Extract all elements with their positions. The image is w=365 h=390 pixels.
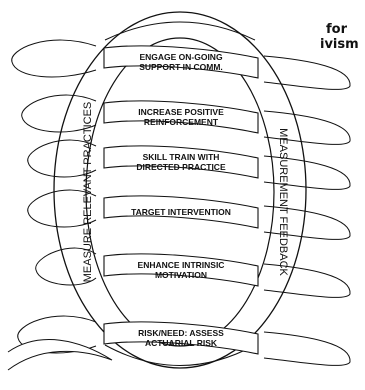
front-ribbons [104, 46, 258, 354]
step-label-line: TARGET INTERVENTION [131, 207, 231, 217]
step-label-line: INCREASE POSITIVE [138, 107, 224, 117]
ribbon-loop-right [264, 264, 350, 297]
left-frame-label: MEASURE RELEVANT PRACTICES [82, 102, 94, 283]
step-label-line: RISK/NEED: ASSESS [138, 328, 224, 338]
frame-top-curve [105, 22, 255, 40]
step-label-line: DIRECTED PRACTICE [136, 162, 226, 172]
step-label-line: ENGAGE ON-GOING [139, 52, 223, 62]
step-label-line: ACTUARIAL RISK [145, 338, 218, 348]
ribbon-loop-right [264, 111, 350, 144]
ribbon-loop-right [264, 156, 350, 189]
right-frame-label: MEASUREMENT FEEDBACK [277, 128, 289, 276]
ribbon-loop-right [264, 206, 350, 239]
ribbon-loop-right [264, 56, 350, 89]
step-label-line: SUPPORT IN COMM. [139, 62, 223, 72]
step-label-line: REINFORCEMENT [144, 117, 219, 127]
ribbon-loop-right [264, 332, 350, 365]
ribbon-loop-left [12, 40, 96, 77]
step-label-line: SKILL TRAIN WITH [143, 152, 220, 162]
inner-oval [86, 38, 274, 346]
step-label-line: ENHANCE INTRINSIC [138, 260, 225, 270]
step-label-line: MOTIVATION [155, 270, 207, 280]
ribbon-tail [8, 340, 112, 370]
